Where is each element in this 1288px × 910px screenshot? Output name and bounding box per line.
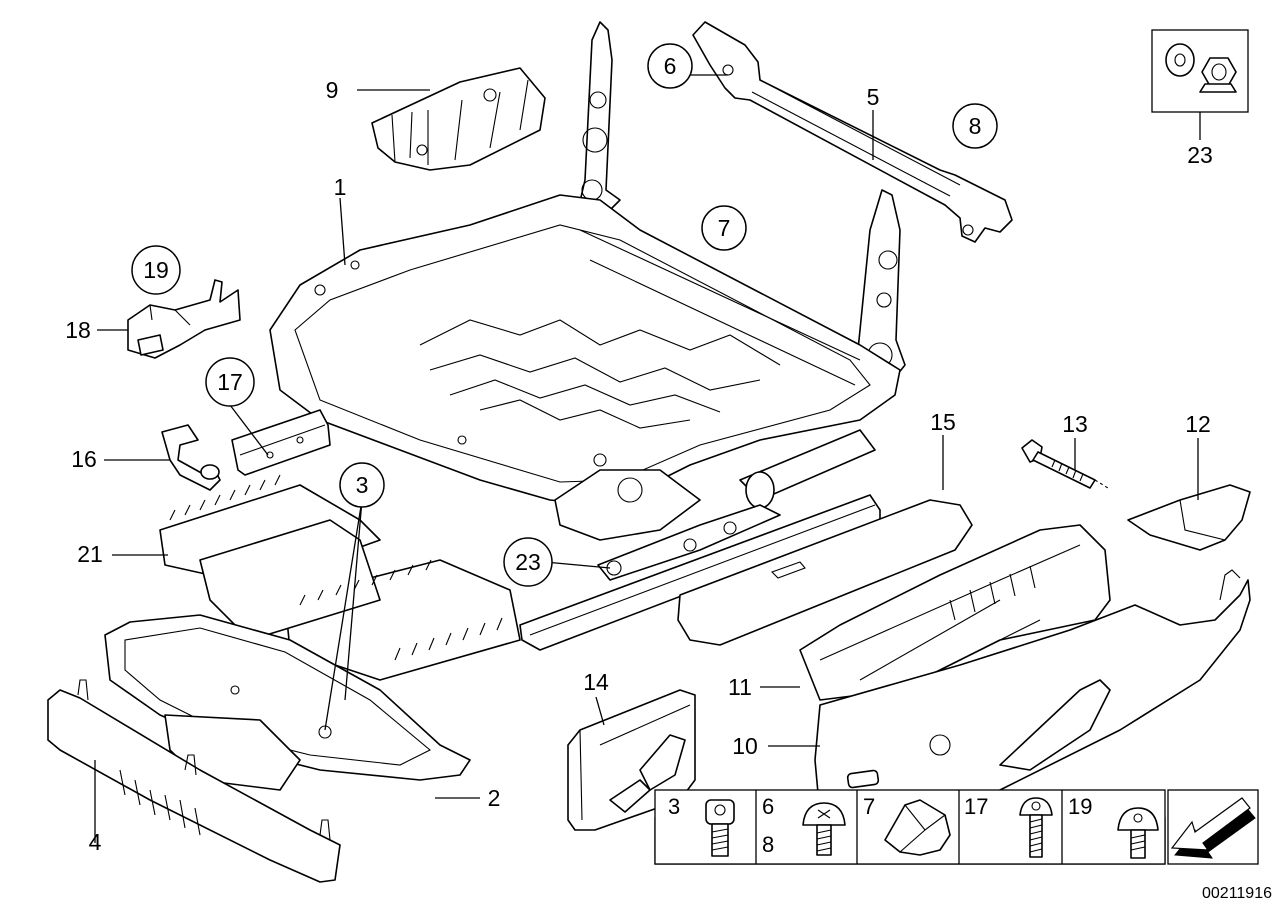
hardware-label-6: 6: [762, 794, 774, 819]
callout-14: 14: [583, 669, 609, 695]
part-5-cross-bar[interactable]: [692, 21, 1013, 243]
part-12-end-cap[interactable]: [1127, 484, 1251, 551]
callout-21: 21: [77, 541, 103, 567]
washer-icon: [1165, 43, 1195, 77]
hardware-cell-7[interactable]: 7: [863, 794, 951, 856]
hardware-label-7: 7: [863, 794, 875, 819]
hardware-label-17: 17: [964, 794, 988, 819]
part-9-trim-cover[interactable]: [371, 67, 546, 171]
hardware-label-8: 8: [762, 832, 774, 857]
arrow-down-left-icon: [1167, 789, 1259, 865]
hardware-label-19: 19: [1068, 794, 1092, 819]
callout-10: 10: [732, 733, 758, 759]
callout-19: 19: [143, 257, 169, 283]
hardware-table: 3 6 8 7: [654, 789, 1259, 865]
callout-17: 17: [217, 369, 243, 395]
callout-4: 4: [89, 829, 102, 855]
torx-bolt-icon: [705, 799, 735, 857]
hardware-label-3: 3: [668, 794, 680, 819]
part-4-front-trim[interactable]: [47, 679, 341, 883]
cross-head-screw-icon: [802, 802, 846, 856]
callout-13: 13: [1062, 411, 1088, 437]
part-18-bracket[interactable]: [127, 279, 241, 359]
callout-16: 16: [71, 446, 97, 472]
part-15-slide-rail[interactable]: [519, 494, 973, 651]
callout-5: 5: [867, 84, 880, 110]
part-10-side-trim[interactable]: [814, 569, 1251, 836]
hex-nut-icon: [1199, 57, 1237, 93]
spring-clip-icon: [884, 799, 951, 856]
callout-18: 18: [65, 317, 91, 343]
callout-12: 12: [1185, 411, 1211, 437]
hardware-cell-6-8[interactable]: 6 8: [762, 794, 846, 857]
part-17-guide-rail[interactable]: [231, 409, 331, 476]
part-16-clip[interactable]: [161, 424, 221, 491]
callout-3: 3: [356, 472, 369, 498]
callout-11: 11: [728, 674, 752, 700]
callout-23-top: 23: [1187, 142, 1213, 168]
hardware-cell-17[interactable]: 17: [964, 794, 1053, 858]
part-23-nut-washer-box[interactable]: [1151, 29, 1249, 113]
circled-callouts: 6 8 7 19 17 3 23: [131, 43, 998, 587]
leader-lines: [94, 74, 1201, 843]
callout-6: 6: [664, 53, 677, 79]
part-21-adjuster-frame[interactable]: [159, 474, 521, 681]
round-head-screw-icon: [1117, 807, 1159, 859]
callout-1: 1: [334, 174, 347, 200]
callout-7: 7: [718, 215, 731, 241]
callout-2: 2: [488, 785, 501, 811]
callout-9: 9: [326, 77, 339, 103]
hardware-cell-19[interactable]: 19: [1068, 794, 1159, 859]
part-1-seat-frame[interactable]: [269, 21, 906, 541]
callout-8: 8: [969, 113, 982, 139]
diagram-reference-number: 00211916: [1202, 885, 1272, 902]
hardware-cell-3[interactable]: 3: [668, 794, 735, 857]
callout-15: 15: [930, 409, 956, 435]
callout-labels: 9 1 5 18 16 21 15 13 12 14 11 10 4 2 23: [65, 77, 1213, 855]
long-torx-screw-icon: [1019, 797, 1053, 858]
part-13-bolt[interactable]: [1021, 439, 1109, 489]
callout-23-mid: 23: [515, 549, 541, 575]
